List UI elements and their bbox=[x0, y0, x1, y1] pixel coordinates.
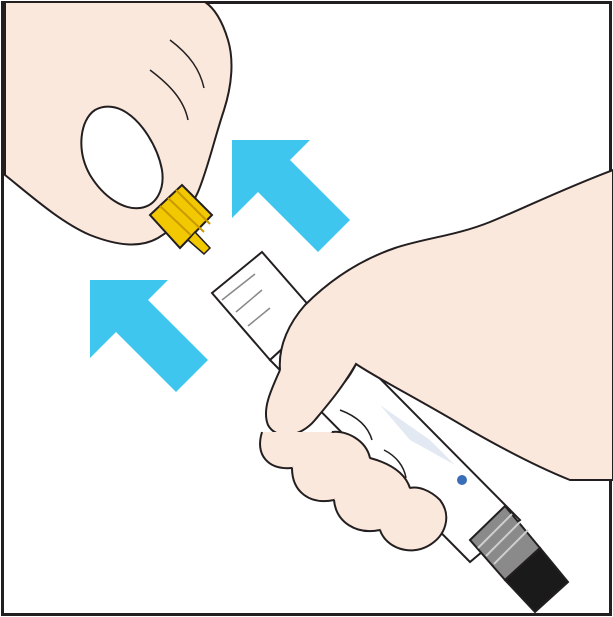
pen-indicator-dot bbox=[457, 475, 467, 485]
